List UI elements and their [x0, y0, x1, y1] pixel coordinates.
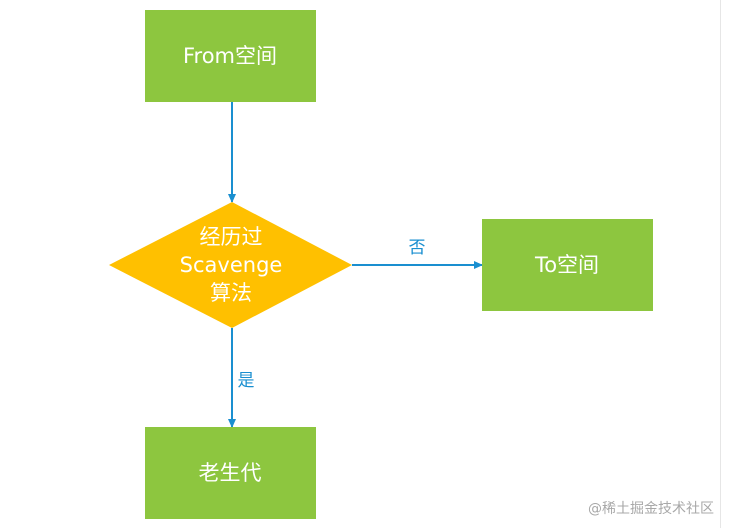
scavenge-decision-node: [109, 202, 352, 328]
from-space-node: [145, 10, 316, 102]
decision-label-line3: 算法: [210, 281, 252, 305]
decision-label-line1: 经历过: [200, 225, 263, 249]
page-edge-divider: [720, 0, 721, 528]
edge-label-no: 否: [409, 238, 426, 258]
old-generation-label: 老生代: [199, 461, 262, 485]
to-space-label: To空间: [534, 253, 599, 277]
decision-label-line2: Scavenge: [180, 253, 283, 277]
to-space-node: [482, 219, 653, 311]
edge-label-yes: 是: [238, 371, 255, 391]
from-space-label: From空间: [183, 44, 277, 68]
old-generation-node: [145, 427, 316, 519]
watermark: @稀土掘金技术社区: [588, 501, 714, 517]
